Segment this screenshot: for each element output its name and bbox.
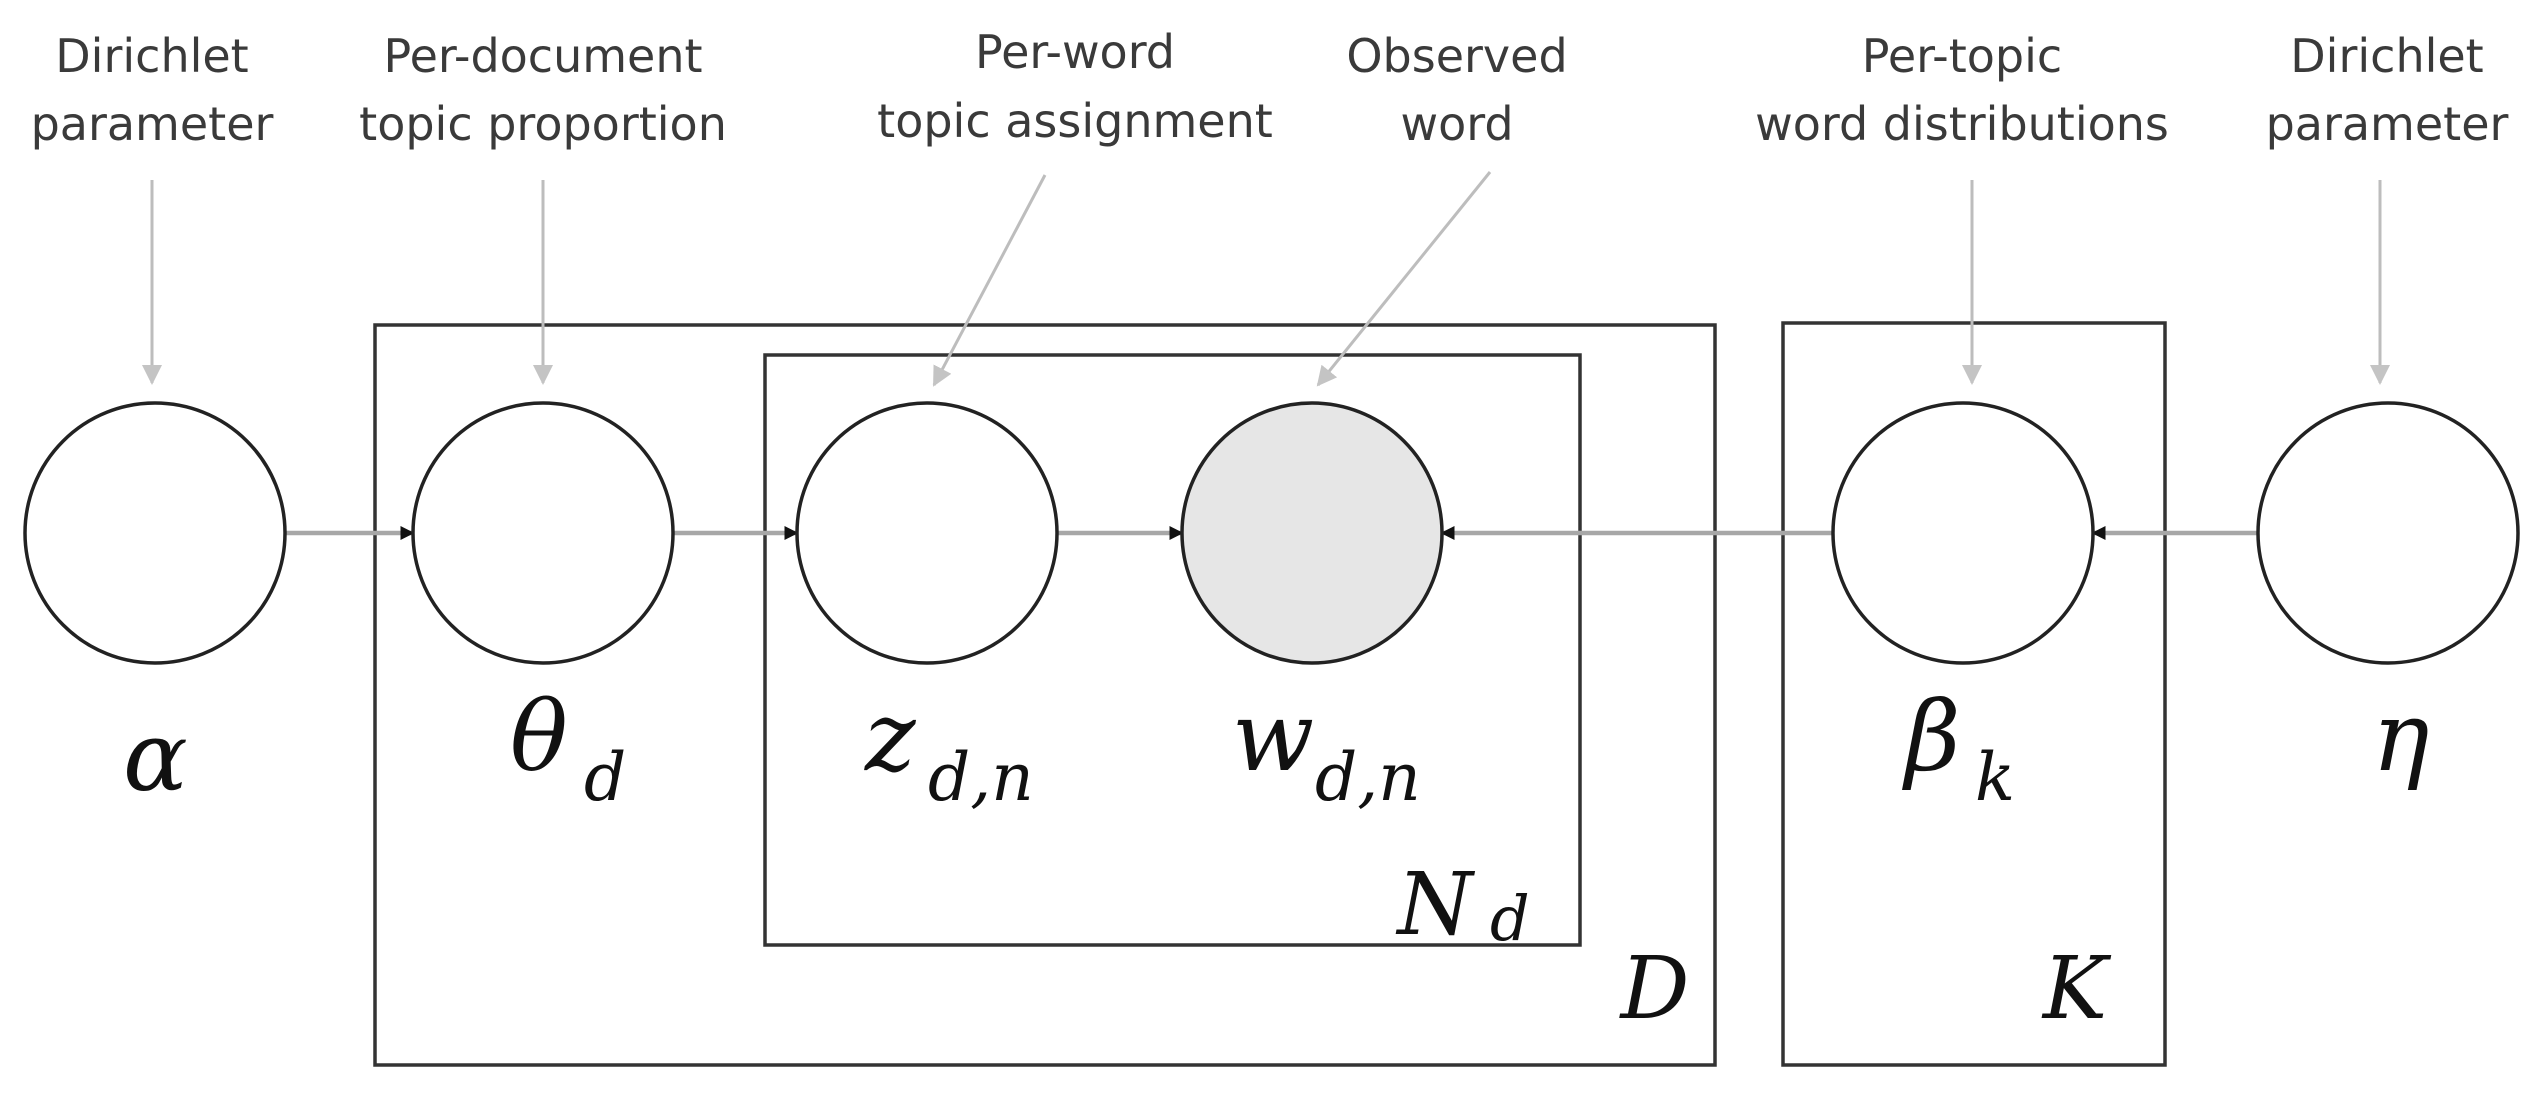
plate-label-k: K [2041, 939, 2112, 1039]
plate-k [1781, 321, 2167, 1067]
node-beta-latent [1831, 401, 2095, 665]
plates-layer [373, 321, 2167, 1067]
node-w-observed [1180, 401, 1444, 665]
symbol-beta: β [1902, 681, 1961, 793]
node-alpha-latent [23, 401, 287, 665]
caption-pointer-z [932, 174, 1047, 387]
caption-pointer-w [1316, 171, 1492, 387]
symbol-eta: η [2372, 681, 2430, 793]
symbol-alpha: α [123, 701, 188, 813]
caption-alpha-line-2: parameter [31, 97, 274, 151]
plate-label-d: D [1619, 939, 1690, 1039]
caption-eta-line-1: Dirichlet [2290, 29, 2483, 83]
caption-theta-line-2: topic proportion [359, 97, 727, 151]
caption-beta-line-1: Per-topic [1862, 29, 2062, 83]
captions-layer: Dirichlet parameter Per-document topic prop… [31, 25, 2509, 151]
caption-theta-line-1: Per-document [383, 29, 702, 83]
subscript-w: d,n [1315, 739, 1421, 816]
plate-d [373, 323, 1717, 1067]
caption-alpha-line-1: Dirichlet [55, 29, 248, 83]
node-theta-latent [411, 401, 675, 665]
caption-w-line-1: Observed [1346, 29, 1567, 83]
plate-subscript-n: d [1490, 882, 1530, 955]
symbol-theta: θ [510, 681, 568, 793]
subscript-theta: d [584, 739, 626, 816]
plate-label-n: N [1395, 855, 1475, 955]
caption-w-line-2: word [1400, 97, 1513, 151]
subscript-beta: k [1975, 739, 2015, 816]
caption-z-line-2: topic assignment [877, 94, 1273, 148]
symbol-w: w [1232, 681, 1314, 793]
plate-n [763, 353, 1582, 947]
caption-z-line-1: Per-word [975, 25, 1175, 79]
subscript-z: d,n [928, 739, 1034, 816]
caption-pointers-layer [142, 171, 2390, 387]
caption-beta-line-2: word distributions [1755, 97, 2169, 151]
node-z-latent [795, 401, 1059, 665]
symbol-z: z [864, 681, 917, 793]
caption-eta-line-2: parameter [2266, 97, 2509, 151]
node-eta-latent [2256, 401, 2520, 665]
